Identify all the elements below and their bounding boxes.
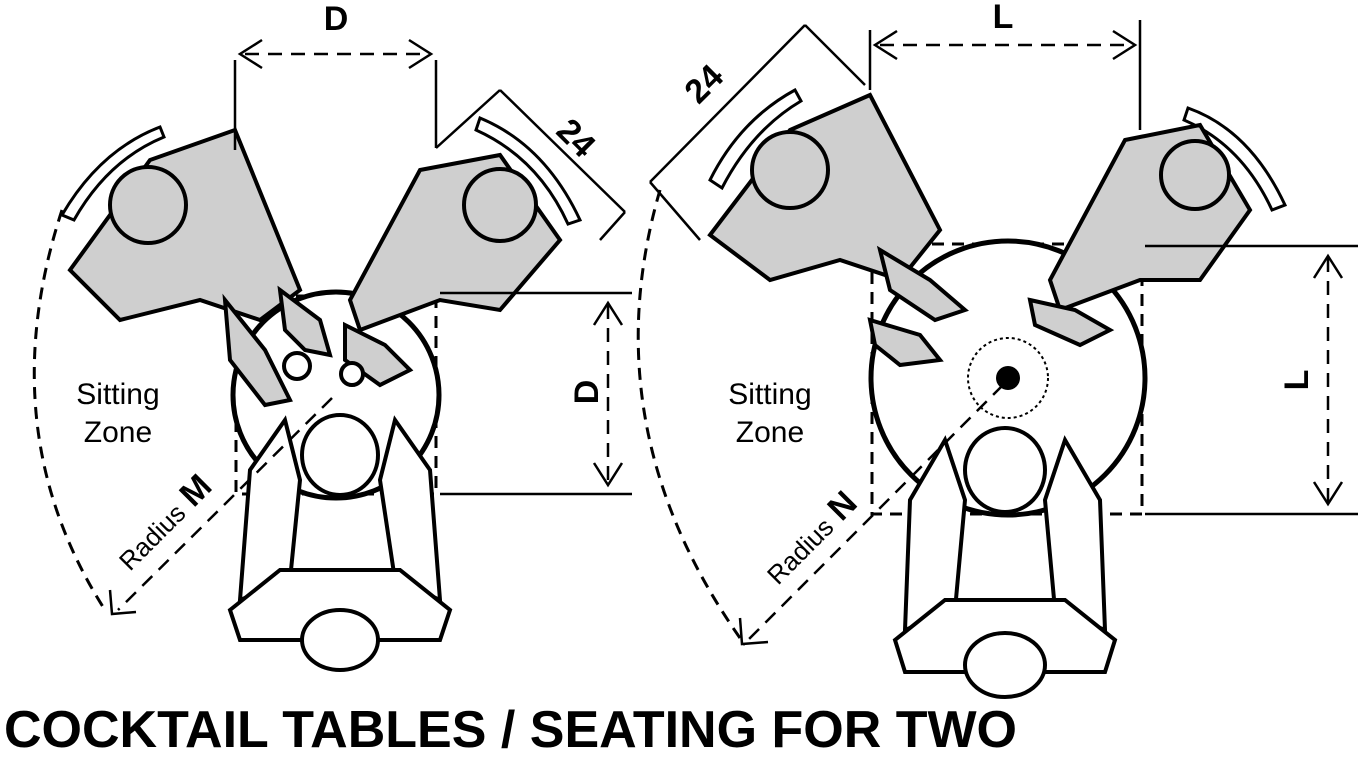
- right-top-dim-label: L: [993, 0, 1014, 36]
- left-clearance-ext-1: [435, 89, 501, 149]
- diagram-title: COCKTAIL TABLES / SEATING FOR TWO: [4, 701, 1017, 759]
- right-radius-line: [747, 384, 1004, 641]
- right-chair-back-2: [1182, 106, 1288, 212]
- left-figure-upper-left: [67, 127, 333, 408]
- right-figure-upper-right: [1027, 122, 1253, 348]
- right-top-dim-arrow-right: [1112, 29, 1138, 61]
- right-diagram: L L 24 Sitting Zone Radius N: [636, 0, 1358, 699]
- left-diagram: D D 24 Sitting Zone Radius M: [32, 0, 632, 672]
- left-glass-2: [339, 361, 365, 387]
- left-radius-arrow: [108, 589, 137, 616]
- left-zone-label-line2: Zone: [84, 416, 152, 449]
- left-sitting-zone-arc: [32, 209, 107, 611]
- left-radius-label: Radius M: [113, 467, 219, 576]
- right-figure-upper-left: [707, 92, 969, 368]
- left-clearance-label: 24: [549, 111, 603, 165]
- right-chair-back-1: [708, 87, 804, 191]
- left-glass-1: [282, 351, 312, 381]
- right-side-dim-arrow-bottom: [1312, 481, 1344, 507]
- left-top-dim-arrow-right: [408, 38, 434, 70]
- left-top-dim-label: D: [324, 0, 349, 38]
- left-chair-back-1: [59, 125, 166, 222]
- left-radius-line: [117, 397, 333, 611]
- right-clearance-label: 24: [677, 57, 731, 111]
- left-chair-back-2: [474, 115, 583, 226]
- left-side-dim-arrow-top: [592, 300, 624, 326]
- right-clearance-ext-1: [804, 24, 866, 86]
- right-radius-label: Radius N: [761, 484, 865, 590]
- right-top-dim-arrow-left: [872, 29, 898, 61]
- left-side-dim-label: D: [568, 380, 606, 405]
- right-sitting-zone-arc: [636, 189, 747, 646]
- right-radius-arrow: [738, 617, 769, 646]
- right-zone-label-line2: Zone: [736, 416, 804, 449]
- diagram-svg: D D 24 Sitting Zone Radius M: [32, 0, 1358, 699]
- left-clearance-line: [499, 89, 626, 213]
- right-side-dim-label: L: [1278, 370, 1316, 391]
- left-zone-label-line1: Sitting: [76, 378, 159, 411]
- left-figure-bottom: [227, 413, 453, 672]
- right-zone-label-line1: Sitting: [728, 378, 811, 411]
- left-clearance-ext-2: [599, 211, 626, 241]
- left-radius-word: Radius: [113, 498, 191, 576]
- right-clearance-ext-2: [649, 181, 701, 241]
- left-radius-letter: M: [172, 467, 219, 514]
- right-centerpiece: [967, 337, 1049, 419]
- right-clearance-line: [649, 24, 806, 183]
- left-top-dim-arrow-left: [237, 38, 263, 70]
- left-side-dim-arrow-bottom: [592, 462, 624, 488]
- right-radius-word: Radius: [761, 512, 839, 590]
- left-figure-upper-right: [343, 152, 563, 388]
- right-figure-bottom: [892, 426, 1118, 699]
- right-side-dim-arrow-top: [1312, 253, 1344, 279]
